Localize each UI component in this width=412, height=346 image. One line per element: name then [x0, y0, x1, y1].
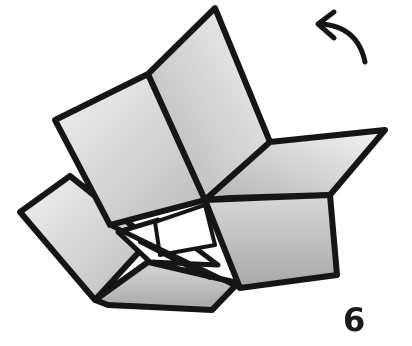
step-number: 6 [343, 304, 365, 336]
counterclockwise-arrow-icon [318, 12, 365, 62]
front-right-panel [205, 195, 337, 288]
